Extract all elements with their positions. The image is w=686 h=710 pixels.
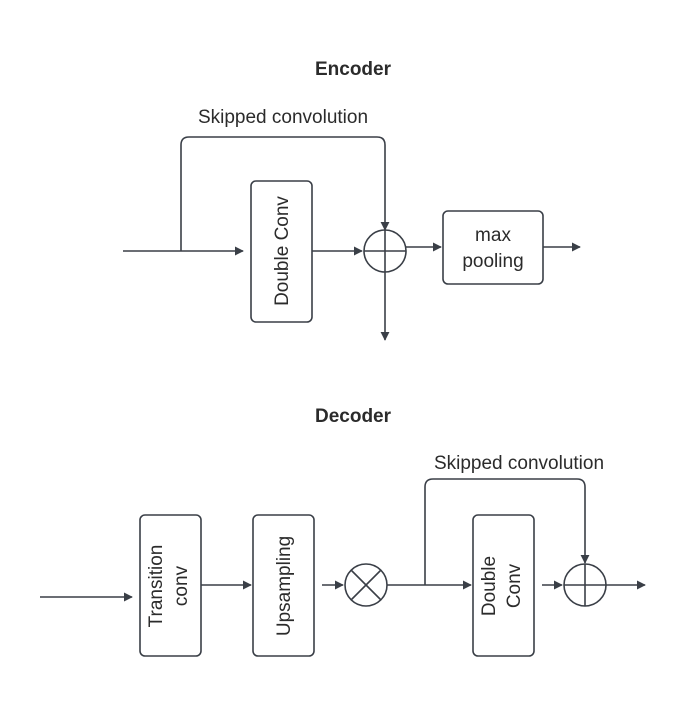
decoder-upsampling-box — [252, 514, 315, 657]
encoder-title: Encoder — [315, 59, 392, 80]
encoder-max-pooling-box — [442, 210, 544, 285]
decoder-multiply-node — [344, 563, 388, 607]
decoder-transition-conv-label-1: Transition — [146, 545, 167, 628]
encoder-max-pooling-label-1: max — [475, 225, 511, 246]
encoder-skip-connection — [180, 136, 390, 251]
encoder-double-conv-label: Double Conv — [272, 196, 293, 306]
encoder-skip-label: Skipped convolution — [198, 107, 368, 128]
decoder-skip-connection — [424, 478, 590, 585]
decoder-skip-label: Skipped convolution — [434, 453, 604, 474]
encoder-section: Encoder Skipped convolution Double Conv … — [123, 59, 581, 341]
decoder-section: Decoder Skipped convolution Transition c… — [40, 406, 646, 657]
decoder-double-conv-box — [472, 514, 535, 657]
encoder-add-node — [363, 229, 407, 273]
decoder-double-conv-label-2: Conv — [504, 563, 525, 608]
decoder-add-node — [563, 563, 607, 607]
decoder-upsampling-label: Upsampling — [274, 536, 295, 636]
decoder-double-conv-label-1: Double — [479, 556, 500, 616]
decoder-title: Decoder — [315, 406, 392, 427]
decoder-transition-conv-label-2: conv — [171, 565, 192, 606]
encoder-max-pooling-label-2: pooling — [462, 251, 523, 272]
